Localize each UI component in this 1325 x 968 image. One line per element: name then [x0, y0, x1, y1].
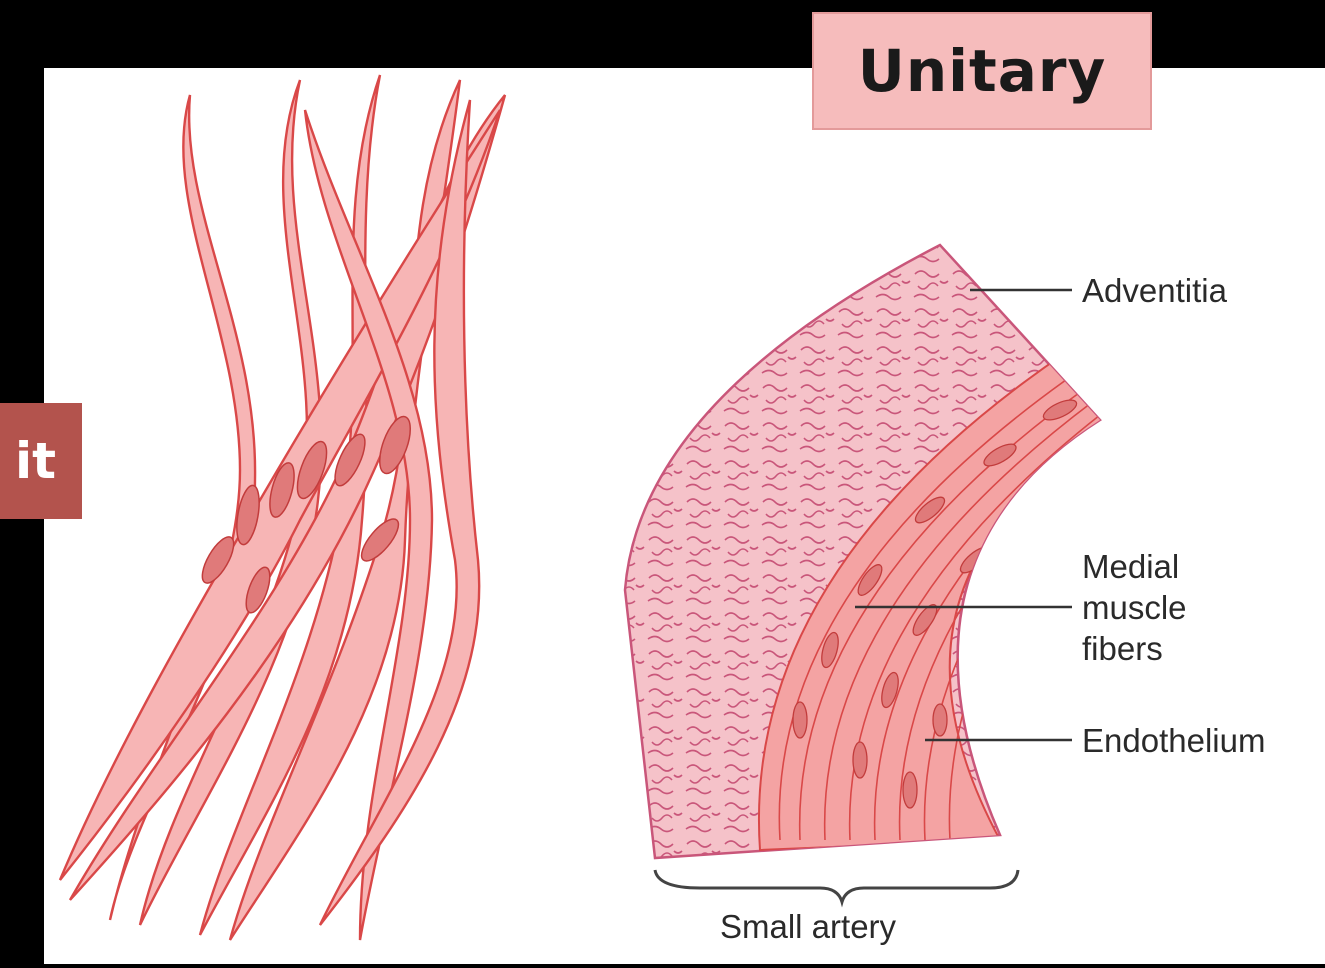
side-tab-text: it	[15, 432, 56, 490]
diagram-title: Unitary	[858, 37, 1107, 105]
side-tab: it	[0, 403, 82, 519]
artery-wall	[625, 245, 1110, 858]
label-medial-muscle-fibers: Medial muscle fibers	[1082, 546, 1187, 669]
label-adventitia: Adventitia	[1082, 270, 1227, 311]
label-endothelium: Endothelium	[1082, 720, 1265, 761]
title-box: Unitary	[812, 12, 1152, 130]
caption-small-artery: Small artery	[720, 906, 896, 947]
small-artery-bracket	[655, 870, 1018, 902]
